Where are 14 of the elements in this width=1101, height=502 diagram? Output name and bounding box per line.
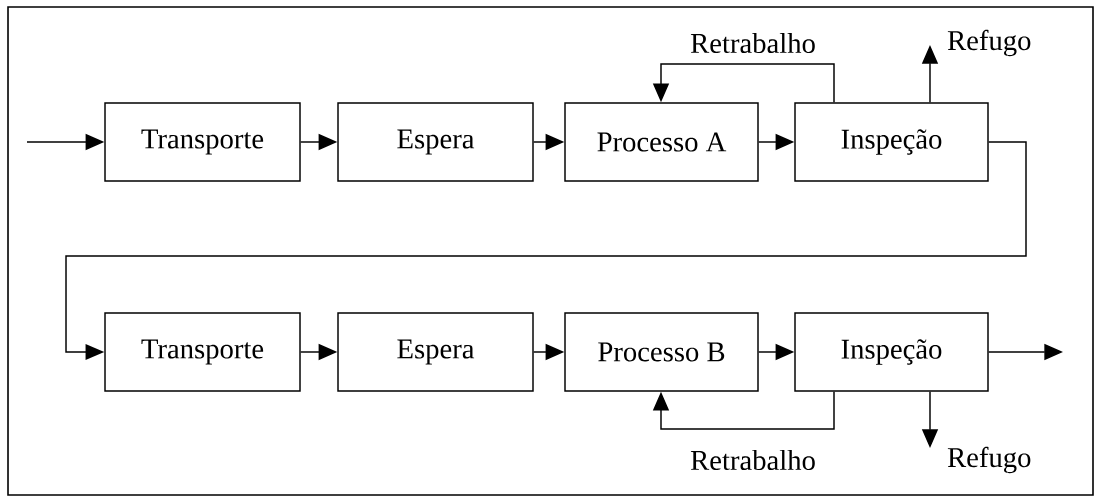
process-box: Inspeção [794, 102, 989, 182]
arrow [65, 141, 1027, 360]
process-box: Espera [337, 102, 534, 182]
edge-label: Refugo [947, 29, 1031, 57]
process-box: Espera [337, 312, 534, 392]
arrow [652, 391, 835, 430]
edge-label: Retrabalho [690, 449, 815, 471]
edge-label: Refugo [947, 446, 1031, 474]
process-box: Transporte [104, 312, 301, 392]
process-box: Inspeção [794, 312, 989, 392]
process-box: Processo A [564, 102, 759, 182]
process-box: Processo B [564, 312, 759, 392]
process-box: Transporte [104, 102, 301, 182]
edge-label: Retrabalho [690, 32, 815, 54]
